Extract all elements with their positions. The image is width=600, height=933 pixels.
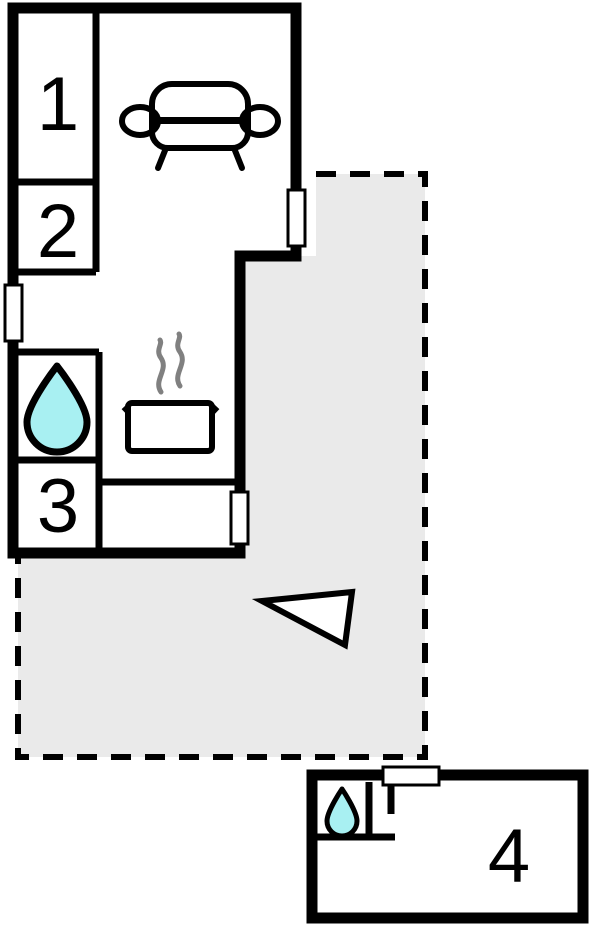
cooking-pot-icon xyxy=(121,400,220,454)
door-east-kitchen[interactable] xyxy=(229,490,250,546)
annex-building: 4 xyxy=(306,765,589,924)
room-number-1: 1 xyxy=(37,62,79,147)
door-west-hall[interactable] xyxy=(3,283,24,343)
water-drop-icon-annex xyxy=(324,786,360,839)
north-arrow xyxy=(251,588,356,650)
main-building-outer-wall xyxy=(7,2,302,559)
door-east-living[interactable] xyxy=(286,188,307,248)
door-north-annex[interactable] xyxy=(381,765,441,787)
terrace-dashed-outline xyxy=(15,171,428,760)
room-number-2: 2 xyxy=(37,189,79,274)
room-number-4: 4 xyxy=(488,814,530,899)
door-openings-main xyxy=(3,188,307,546)
main-building-partitions xyxy=(13,8,240,553)
water-drop-icon xyxy=(23,362,91,456)
sofa-icon xyxy=(119,81,281,171)
room-number-3: 3 xyxy=(37,464,79,549)
steam-icon xyxy=(156,331,185,395)
annex-outer-wall xyxy=(306,769,589,924)
